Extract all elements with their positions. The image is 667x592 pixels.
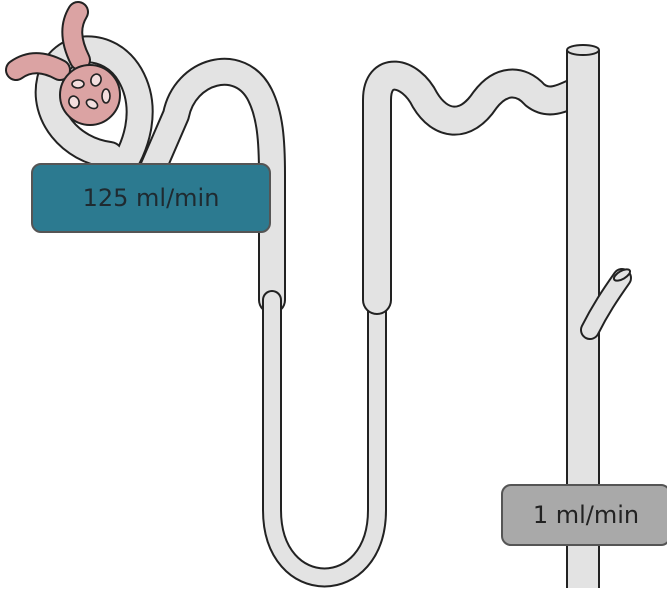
collecting-duct-top-opening: [567, 45, 599, 55]
loop-of-henle-outline: [272, 300, 377, 578]
efferent-arteriole-fill: [72, 12, 80, 60]
capillary-loop: [72, 80, 84, 88]
excretion-rate-label: 1 ml/min: [501, 484, 667, 546]
capillary-loop: [102, 89, 110, 103]
distal-tubule-fill: [377, 76, 580, 300]
loop-of-henle-fill: [272, 300, 377, 578]
filtration-rate-label: 125 ml/min: [31, 163, 271, 233]
glomerulus: [16, 12, 120, 125]
afferent-arteriole-fill: [16, 63, 60, 70]
glomerulus-body: [60, 65, 120, 125]
